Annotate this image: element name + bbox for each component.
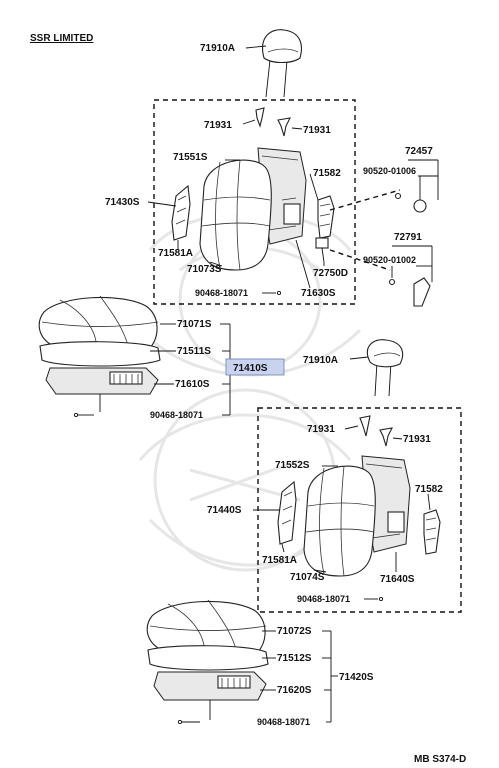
label-guide-lower-right: 71931 xyxy=(403,434,431,445)
seat-cushion-pad-middle xyxy=(39,341,161,367)
label-knob-group: 72457 xyxy=(405,146,433,157)
label-cushion-cover-bottom: 71072S xyxy=(277,626,312,637)
label-screw-middle: 90468-18071 xyxy=(150,410,203,420)
label-screw-bottom: 90468-18071 xyxy=(257,717,310,727)
label-screw-lower: 90468-18071 xyxy=(297,594,350,604)
label-guide-upper-right: 71931 xyxy=(303,125,331,136)
seatback-group-upper-box xyxy=(153,99,356,305)
hinge-cover-upper xyxy=(317,195,335,239)
label-cushion-frame-bottom: 71620S xyxy=(277,685,312,696)
label-back-cover-upper: 71551S xyxy=(173,152,208,163)
seatback-cushion-lower xyxy=(303,465,376,577)
label-back-pad-lower: 71074S xyxy=(290,572,325,583)
label-cushion-cover-middle: 71071S xyxy=(177,319,212,330)
label-knob-part: 90520-01006 xyxy=(363,166,416,176)
label-side-trim-upper: 71581A xyxy=(158,248,193,259)
label-back-cover-lower: 71552S xyxy=(275,460,310,471)
seatback-cushion-upper xyxy=(199,159,272,271)
label-bolt-upper: 72750D xyxy=(313,268,348,279)
diagram-title: SSR LIMITED xyxy=(30,33,93,44)
recliner-knob xyxy=(394,192,427,213)
seat-assy-highlight xyxy=(225,358,285,376)
label-cushion-pad-middle: 71511S xyxy=(177,346,211,357)
seat-cushion-frame-middle xyxy=(45,367,159,412)
label-hinge-cover-upper: 71582 xyxy=(313,168,341,179)
label-lever-group: 72791 xyxy=(394,232,422,243)
label-back-frame-upper: 71630S xyxy=(301,288,336,299)
label-back-assy-lower: 71440S xyxy=(207,505,242,516)
label-back-frame-lower: 71640S xyxy=(380,574,415,585)
side-trim-lower xyxy=(277,480,297,545)
label-screw-upper: 90468-18071 xyxy=(195,288,248,298)
headrest-guide-lower-right xyxy=(379,427,393,447)
hinge-cover-lower xyxy=(423,509,441,555)
headrest-guide-lower-left xyxy=(359,415,371,437)
headrest-guide-upper-left xyxy=(255,107,265,128)
label-guide-lower-left: 71931 xyxy=(307,424,335,435)
seat-cushion-frame-bottom xyxy=(153,671,267,720)
headrest-guide-upper-right xyxy=(277,117,291,137)
recliner-lever xyxy=(388,277,431,307)
diagram-code: MB S374-D xyxy=(414,754,466,765)
label-headrest-upper: 71910A xyxy=(200,43,235,54)
seat-cushion-pad-bottom xyxy=(147,645,269,671)
label-cushion-frame-middle: 71610S xyxy=(175,379,210,390)
headrest-upper xyxy=(262,29,302,98)
label-back-pad-upper: 71073S xyxy=(187,264,222,275)
label-seat-assy-bottom: 71420S xyxy=(339,672,374,683)
label-hinge-cover-lower: 71582 xyxy=(415,484,443,495)
headrest-lower xyxy=(366,339,404,397)
label-headrest-lower: 71910A xyxy=(303,355,338,366)
side-trim-upper xyxy=(171,184,191,241)
label-lever-part: 90520-01002 xyxy=(363,255,416,265)
label-seat-assy-middle: 71410S xyxy=(233,363,268,374)
label-side-trim-lower: 71581A xyxy=(262,555,297,566)
label-guide-upper-left: 71931 xyxy=(204,120,232,131)
label-cushion-pad-bottom: 71512S xyxy=(277,653,312,664)
label-back-assy-upper: 71430S xyxy=(105,197,140,208)
bolt-upper xyxy=(315,237,329,263)
